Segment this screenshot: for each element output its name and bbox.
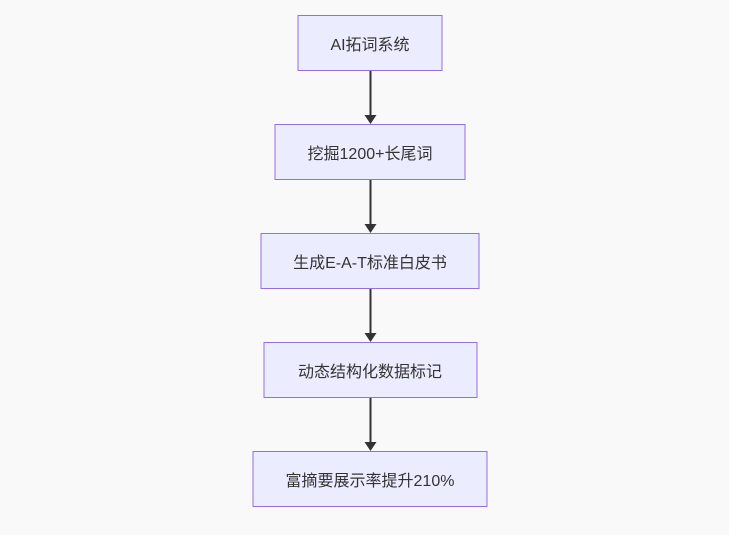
flow-node-label: 富摘要展示率提升210% bbox=[285, 473, 455, 490]
arrowhead-down-icon bbox=[364, 115, 376, 124]
flow-node-structured-data-markup: 动态结构化数据标记 bbox=[263, 342, 477, 398]
arrow-line bbox=[369, 71, 371, 115]
arrow-line bbox=[369, 180, 371, 224]
arrowhead-down-icon bbox=[364, 442, 376, 451]
flow-node-label: AI拓词系统 bbox=[330, 37, 410, 54]
edge-n2-n3 bbox=[364, 180, 376, 233]
flow-node-longtail-mining: 挖掘1200+长尾词 bbox=[274, 124, 466, 180]
edge-n1-n2 bbox=[364, 71, 376, 124]
arrow-line bbox=[369, 289, 371, 333]
arrow-line bbox=[369, 398, 371, 442]
arrowhead-down-icon bbox=[364, 333, 376, 342]
flow-node-ai-word-expansion: AI拓词系统 bbox=[297, 15, 443, 71]
edge-n4-n5 bbox=[364, 398, 376, 451]
flow-node-rich-snippet-uplift: 富摘要展示率提升210% bbox=[252, 451, 488, 507]
flow-node-label: 生成E-A-T标准白皮书 bbox=[293, 255, 447, 272]
edge-n3-n4 bbox=[364, 289, 376, 342]
flow-node-label: 动态结构化数据标记 bbox=[297, 364, 442, 381]
flow-node-eat-whitepaper: 生成E-A-T标准白皮书 bbox=[260, 233, 480, 289]
arrowhead-down-icon bbox=[364, 224, 376, 233]
flow-node-label: 挖掘1200+长尾词 bbox=[307, 146, 433, 163]
flowchart: AI拓词系统 挖掘1200+长尾词 生成E-A-T标准白皮书 动态结构化数据标记 bbox=[252, 15, 488, 507]
